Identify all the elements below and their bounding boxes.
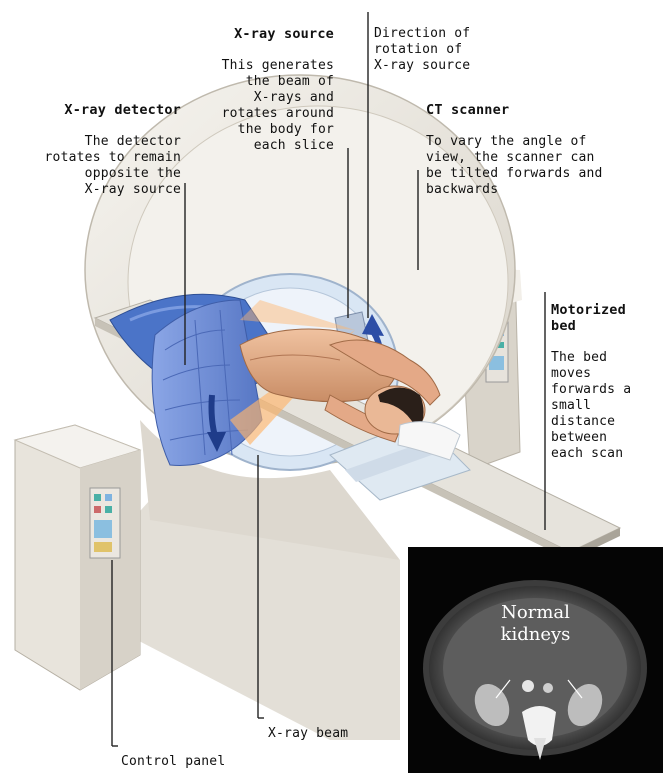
ct-caption: Normal kidneys — [408, 602, 663, 646]
ct-caption-wrap: Normal kidneys — [408, 547, 663, 773]
xray-beam-text: X-ray beam — [268, 726, 348, 741]
motorized-bed-label: Motorized bed The bed moves forwards a s… — [551, 286, 661, 462]
control-panel-text: Control panel — [121, 754, 225, 769]
control-panel-label: Control panel — [121, 738, 225, 770]
xray-source-body: This generates the beam of X-rays and ro… — [222, 58, 334, 153]
control-console — [15, 425, 140, 690]
ct-scanner-title: CT scanner — [426, 102, 656, 118]
motorized-bed-title: Motorized bed — [551, 302, 661, 334]
xray-detector-title: X-ray detector — [8, 102, 181, 118]
direction-body: Direction of rotation of X-ray source — [374, 26, 470, 73]
ct-scanner-body: To vary the angle of view, the scanner c… — [426, 134, 603, 197]
xray-detector-body: The detector rotates to remain opposite … — [45, 134, 181, 197]
xray-detector-label: X-ray detector The detector rotates to r… — [8, 86, 181, 198]
xray-beam-label: X-ray beam — [268, 710, 348, 742]
ct-scanner-label: CT scanner To vary the angle of view, th… — [426, 86, 656, 198]
motorized-bed-body: The bed moves forwards a small distance … — [551, 350, 631, 461]
xray-source-title: X-ray source — [192, 26, 334, 42]
direction-label: Direction of rotation of X-ray source — [374, 10, 514, 74]
xray-source-label: X-ray source This generates the beam of … — [192, 10, 334, 154]
